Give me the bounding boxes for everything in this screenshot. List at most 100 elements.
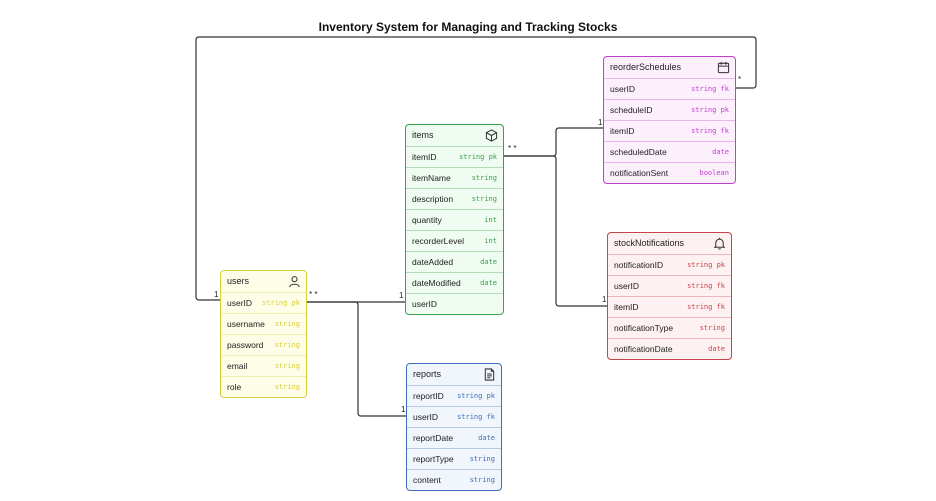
field-type: string fk bbox=[691, 127, 729, 135]
edge-items-notifications bbox=[503, 155, 609, 307]
field-name: notificationSent bbox=[610, 168, 669, 178]
field-row-userid[interactable]: userID string fk bbox=[407, 406, 501, 427]
field-row-reporttype[interactable]: reportType string bbox=[407, 448, 501, 469]
field-type: date bbox=[712, 148, 729, 156]
field-type: string pk bbox=[691, 106, 729, 114]
field-type: string fk bbox=[691, 85, 729, 93]
label-items-notifications-to: 1 bbox=[602, 295, 607, 304]
label-items-schedules-from: * * bbox=[508, 144, 516, 153]
field-name: content bbox=[413, 475, 441, 485]
field-name: userID bbox=[614, 281, 640, 291]
field-type: date bbox=[480, 258, 497, 266]
cube-icon bbox=[485, 129, 498, 142]
label-users-items-from: * * bbox=[309, 290, 317, 299]
field-name: recorderLevel bbox=[412, 236, 464, 246]
field-row-userid[interactable]: userID string fk bbox=[604, 78, 735, 99]
bell-icon bbox=[713, 237, 726, 250]
field-name: email bbox=[227, 361, 248, 371]
entity-name: stockNotifications bbox=[614, 238, 685, 248]
field-row-userid[interactable]: userID bbox=[406, 293, 503, 314]
entity-header: stockNotifications bbox=[608, 233, 731, 254]
field-type: string bbox=[471, 195, 497, 203]
field-row-itemid[interactable]: itemID string fk bbox=[604, 120, 735, 141]
field-name: userID bbox=[413, 412, 439, 422]
field-name: description bbox=[412, 194, 454, 204]
field-name: reportType bbox=[413, 454, 454, 464]
edge-schedules-users bbox=[195, 36, 757, 301]
field-row-password[interactable]: password string bbox=[221, 334, 306, 355]
field-name: dateModified bbox=[412, 278, 461, 288]
entity-header: reports bbox=[407, 364, 501, 385]
entity-name: reports bbox=[413, 369, 442, 379]
document-icon bbox=[484, 368, 495, 381]
edge-users-reports bbox=[300, 301, 407, 417]
entity-name: users bbox=[227, 276, 250, 286]
diagram-title: Inventory System for Managing and Tracki… bbox=[318, 20, 618, 34]
edge-items-schedules bbox=[503, 127, 605, 157]
entity-name: items bbox=[412, 130, 434, 140]
field-name: notificationDate bbox=[614, 344, 673, 354]
field-name: itemID bbox=[610, 126, 635, 136]
field-row-reportdate[interactable]: reportDate date bbox=[407, 427, 501, 448]
field-row-notificationtype[interactable]: notificationType string bbox=[608, 317, 731, 338]
field-row-dateadded[interactable]: dateAdded date bbox=[406, 251, 503, 272]
calendar-icon bbox=[717, 61, 730, 74]
label-schedules-users-to: 1 bbox=[214, 290, 219, 299]
field-type: string bbox=[274, 383, 300, 391]
field-row-notificationdate[interactable]: notificationDate date bbox=[608, 338, 731, 359]
field-name: itemID bbox=[614, 302, 639, 312]
field-type: date bbox=[478, 434, 495, 442]
field-type: string pk bbox=[459, 153, 497, 161]
field-name: notificationType bbox=[614, 323, 674, 333]
field-name: password bbox=[227, 340, 264, 350]
field-type: date bbox=[480, 279, 497, 287]
field-type: string bbox=[469, 455, 495, 463]
field-type: string fk bbox=[687, 303, 725, 311]
field-row-description[interactable]: description string bbox=[406, 188, 503, 209]
field-type: string pk bbox=[457, 392, 495, 400]
field-row-email[interactable]: email string bbox=[221, 355, 306, 376]
field-row-scheduleddate[interactable]: scheduledDate date bbox=[604, 141, 735, 162]
label-schedules-users-from: * bbox=[738, 75, 741, 84]
field-name: reportID bbox=[413, 391, 444, 401]
field-name: userID bbox=[610, 84, 636, 94]
field-name: role bbox=[227, 382, 242, 392]
label-items-schedules-to: 1 bbox=[598, 118, 603, 127]
field-name: dateAdded bbox=[412, 257, 454, 267]
field-row-quantity[interactable]: quantity int bbox=[406, 209, 503, 230]
field-name: notificationID bbox=[614, 260, 664, 270]
field-row-reportid[interactable]: reportID string pk bbox=[407, 385, 501, 406]
field-row-role[interactable]: role string bbox=[221, 376, 306, 397]
field-name: reportDate bbox=[413, 433, 454, 443]
field-name: userID bbox=[227, 298, 253, 308]
field-name: quantity bbox=[412, 215, 442, 225]
field-type: string bbox=[699, 324, 725, 332]
field-type: string bbox=[274, 341, 300, 349]
field-row-notificationsent[interactable]: notificationSent boolean bbox=[604, 162, 735, 183]
field-type: boolean bbox=[699, 169, 729, 177]
field-type: string fk bbox=[457, 413, 495, 421]
field-row-itemid[interactable]: itemID string fk bbox=[608, 296, 731, 317]
field-type: date bbox=[708, 345, 725, 353]
label-users-reports-to: 1 bbox=[401, 405, 406, 414]
field-name: scheduledDate bbox=[610, 147, 667, 157]
field-type: int bbox=[484, 216, 497, 224]
entity-reports[interactable]: reports reportID string pk userID string fk… bbox=[406, 363, 502, 491]
field-row-datemodified[interactable]: dateModified date bbox=[406, 272, 503, 293]
field-type: string bbox=[274, 362, 300, 370]
field-type: string bbox=[471, 174, 497, 182]
